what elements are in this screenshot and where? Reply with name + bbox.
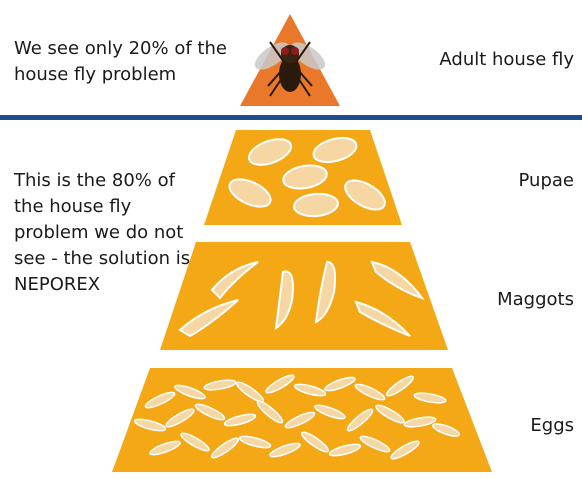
pupae-group [228,136,386,218]
pupa [344,179,386,211]
egg [133,418,167,432]
egg [413,392,447,404]
egg [223,413,257,427]
egg [149,440,181,456]
egg [324,376,356,392]
egg [354,383,386,401]
egg [256,400,284,424]
label-eggs: Eggs [530,415,574,436]
egg [203,379,237,391]
eggs-group [133,374,460,460]
egg [403,416,437,428]
egg [165,408,195,428]
egg [375,404,405,424]
egg [235,381,265,403]
pupa [282,164,328,190]
label-pupae: Pupae [518,170,574,191]
egg [390,440,420,460]
maggot [274,270,294,331]
egg [210,437,240,459]
maggot [354,300,411,337]
egg [314,404,346,420]
visible-problem-text: We see only 20% of the house fly problem [14,38,227,85]
maggot [210,261,259,300]
egg [194,403,226,421]
maggot [178,299,239,338]
egg [346,408,374,432]
label-adult-house-fly: Adult house fly [439,49,574,70]
egg [300,431,330,453]
egg [174,384,206,400]
hidden-problem-text: This is the 80% of the house fly problem… [14,170,191,295]
egg [293,383,327,397]
pupa [228,178,272,208]
divider-line [0,115,582,120]
pupa [312,136,358,164]
maggots-group [178,260,425,338]
egg [284,411,316,429]
egg [265,374,295,394]
house-fly-icon [254,41,326,97]
egg [328,443,362,457]
pupa [247,138,293,166]
maggot [370,260,425,300]
egg [359,435,391,453]
egg [144,391,176,409]
egg [180,432,210,452]
pupa [293,192,339,218]
egg [385,375,415,397]
egg [269,442,301,458]
egg [432,423,460,437]
egg [238,435,272,449]
label-maggots: Maggots [497,289,574,310]
maggot [314,260,337,324]
